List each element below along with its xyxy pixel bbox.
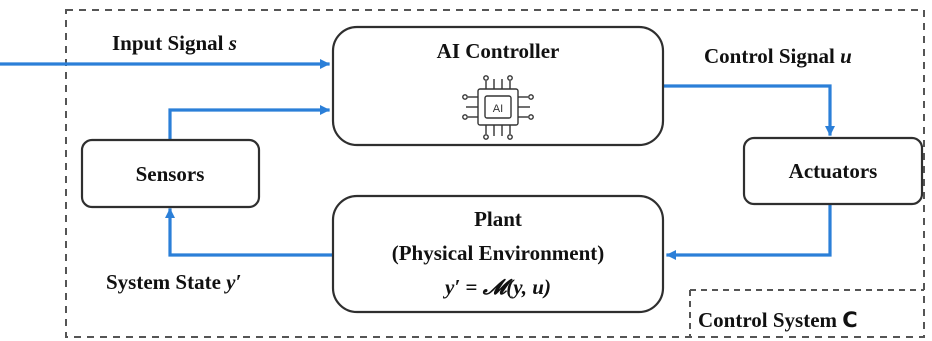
ai-chip-icon: AI: [462, 75, 534, 140]
actuators-label: Actuators: [789, 159, 878, 183]
sensors-label: Sensors: [136, 162, 205, 186]
plant-equation-equals: =: [460, 275, 482, 299]
control-system-var: C: [842, 308, 857, 332]
control-signal-arrow: [661, 84, 835, 136]
input-signal-label: Input Signal s: [112, 31, 237, 55]
control-system-label: Control System C: [698, 308, 858, 332]
control-system-text: Control System: [698, 308, 842, 332]
system-state-label: System State y′: [106, 270, 241, 294]
ai-controller-title: AI Controller: [437, 39, 560, 63]
plant-box: [331, 194, 665, 314]
plant-equation-args: (y, u): [506, 275, 551, 299]
input-signal-var: s: [228, 31, 237, 55]
actuator-to-plant-arrow: [666, 204, 832, 260]
plant-equation: y′ = 𝓜(y, u): [442, 275, 551, 299]
actuators-box: [742, 136, 924, 206]
ai-controller-box: [331, 25, 665, 147]
sensor-feedback-arrow: [168, 105, 330, 140]
system-state-arrow: [165, 208, 333, 257]
control-signal-text: Control Signal: [704, 44, 840, 68]
system-state-var: y′: [223, 270, 241, 294]
control-signal-label: Control Signal u: [704, 44, 852, 68]
input-signal-text: Input Signal: [112, 31, 229, 55]
ai-chip-label: AI: [493, 103, 503, 115]
control-system-legend-frame: [689, 289, 924, 337]
plant-title: Plant: [474, 207, 522, 231]
sensors-box: [80, 138, 261, 209]
system-state-text: System State: [106, 270, 226, 294]
control-system-boundary: [65, 9, 925, 338]
plant-equation-lhs: y′: [442, 275, 460, 299]
control-signal-var: u: [840, 44, 852, 68]
plant-subtitle: (Physical Environment): [392, 241, 605, 265]
